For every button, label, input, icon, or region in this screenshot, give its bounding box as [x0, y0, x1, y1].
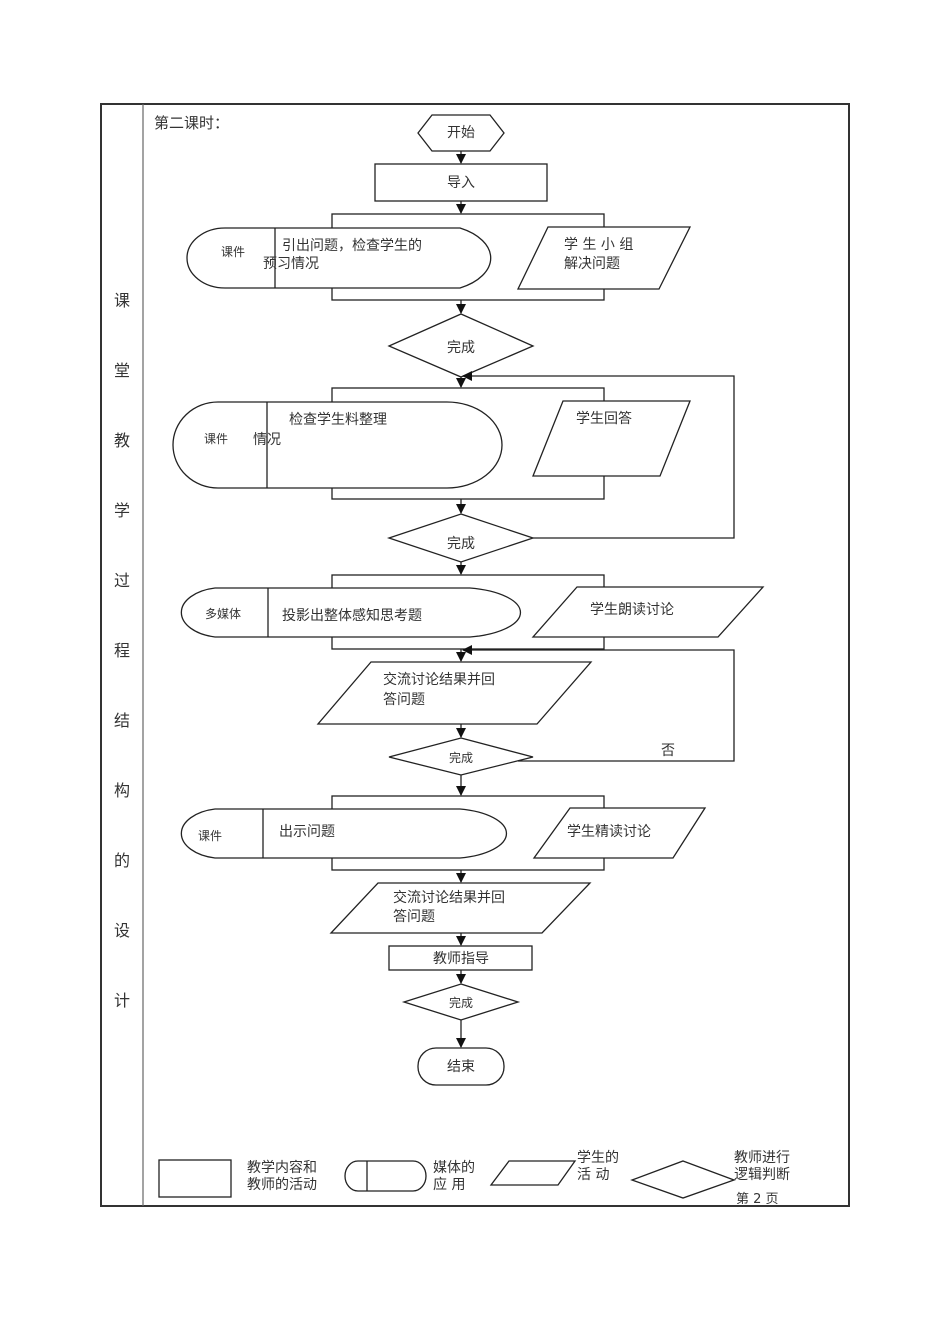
loop-back-line-2 [462, 371, 735, 539]
step3-media-shape [180, 587, 522, 638]
section-label-char: 课 [114, 291, 130, 310]
decision1: 完成 [387, 313, 535, 378]
step4-teacher-label: 出示问题 [279, 824, 335, 840]
step3-teacher-label: 投影出整体感知思考题 [282, 607, 422, 624]
legend-rect-line2: 教师的活动 [247, 1177, 317, 1193]
legend-student-line1: 学生的 [577, 1150, 619, 1166]
step4-group: 课件 出示问题 学生精读讨论 [180, 795, 707, 871]
step4-student-shape [532, 807, 707, 859]
exchange1-line1: 交流讨论结果并回 [383, 671, 495, 688]
section-label-char: 的 [114, 851, 130, 870]
step1-student-shape [516, 226, 692, 290]
step2-teacher-line2: 情况 [253, 432, 281, 448]
step1-media-label: 课件 [221, 245, 245, 259]
step4-student-label: 学生精读讨论 [567, 823, 651, 840]
guide-label: 教师指导 [433, 951, 489, 967]
step3-student-label: 学生朗读讨论 [590, 601, 674, 618]
section-label-char: 设 [114, 921, 130, 940]
step2-teacher-line1: 检查学生料整理 [289, 412, 387, 428]
legend-decision-line2: 逻辑判断 [734, 1167, 790, 1183]
loop-back-line-3 [462, 645, 735, 762]
step1-student-line1: 学 生 小 组 [564, 237, 633, 253]
end-node: 结束 [417, 1047, 505, 1086]
decision4: 完成 [401, 983, 521, 1021]
legend-student-line2: 活 动 [577, 1167, 609, 1183]
legend-media-line2: 应 用 [433, 1176, 465, 1193]
exchange1-line2: 答问题 [383, 691, 425, 708]
intro-box: 导入 [374, 163, 548, 202]
no-label: 否 [661, 743, 675, 759]
step3-media-label: 多媒体 [205, 607, 241, 621]
section-label-char: 程 [114, 641, 130, 660]
decision1-label: 完成 [447, 340, 475, 356]
legend-decision-line1: 教师进行 [734, 1150, 790, 1166]
section-label-char: 结 [114, 711, 130, 730]
exchange1: 交流讨论结果并回 答问题 [316, 661, 593, 725]
start-label: 开始 [447, 125, 475, 141]
legend-rect-line1: 教学内容和 [247, 1159, 317, 1176]
legend-media-line1: 媒体的 [433, 1160, 475, 1176]
legend-decision-shape [630, 1160, 736, 1199]
section-label-char: 学 [114, 501, 130, 520]
intro-label: 导入 [447, 175, 475, 191]
step1-student-line2: 解决问题 [564, 256, 620, 272]
legend-media-shape [344, 1160, 427, 1192]
page-footer: 第 2 页 [736, 1192, 779, 1207]
section-label-char: 过 [114, 571, 130, 590]
step2-group: 课件 检查学生料整理 情况 学生回答 [172, 387, 691, 500]
legend: 教学内容和 教师的活动 媒体的 应 用 学生的 活 动 教师进行 逻辑判断 [158, 1150, 790, 1199]
section-label-char: 教 [114, 431, 130, 450]
section-label-char: 堂 [114, 361, 130, 380]
step1-teacher-line2: 预习情况 [263, 256, 319, 272]
guide-box: 教师指导 [388, 945, 533, 971]
step1-teacher-line1: 引出问题，检查学生的 [282, 238, 422, 254]
table-frame [100, 103, 850, 1207]
section-label-char: 构 [114, 781, 130, 800]
step1-group: 课件 引出问题，检查学生的 预习情况 学 生 小 组 解决问题 [186, 213, 692, 301]
lesson-title: 第二课时： [154, 114, 229, 132]
step4-media-shape [180, 808, 508, 859]
step3-group: 多媒体 投影出整体感知思考题 学生朗读讨论 [180, 574, 765, 650]
decision2: 完成 [386, 513, 536, 563]
start-node: 开始 [417, 114, 505, 152]
decision3-label: 完成 [449, 750, 473, 765]
step2-student-label: 学生回答 [576, 410, 632, 427]
decision3: 完成 [388, 737, 534, 776]
decision4-label: 完成 [449, 995, 473, 1010]
legend-student-shape [489, 1160, 577, 1186]
section-label-char: 计 [114, 991, 130, 1010]
step3-student-shape [531, 586, 765, 638]
step2-media-shape [172, 401, 503, 489]
step2-media-label: 课件 [204, 432, 228, 446]
exchange2: 交流讨论结果并回 答问题 [329, 882, 592, 934]
end-label: 结束 [447, 1059, 475, 1075]
legend-rect-shape [158, 1159, 232, 1198]
step1-media-shape [186, 227, 492, 289]
decision2-label: 完成 [447, 536, 475, 552]
section-label: 课 堂 教 学 过 程 结 构 的 设 计 [114, 291, 130, 1010]
exchange2-line2: 答问题 [393, 908, 435, 925]
exchange2-line1: 交流讨论结果并回 [393, 889, 505, 906]
step4-media-label: 课件 [198, 829, 222, 843]
step2-student-shape [532, 400, 691, 477]
